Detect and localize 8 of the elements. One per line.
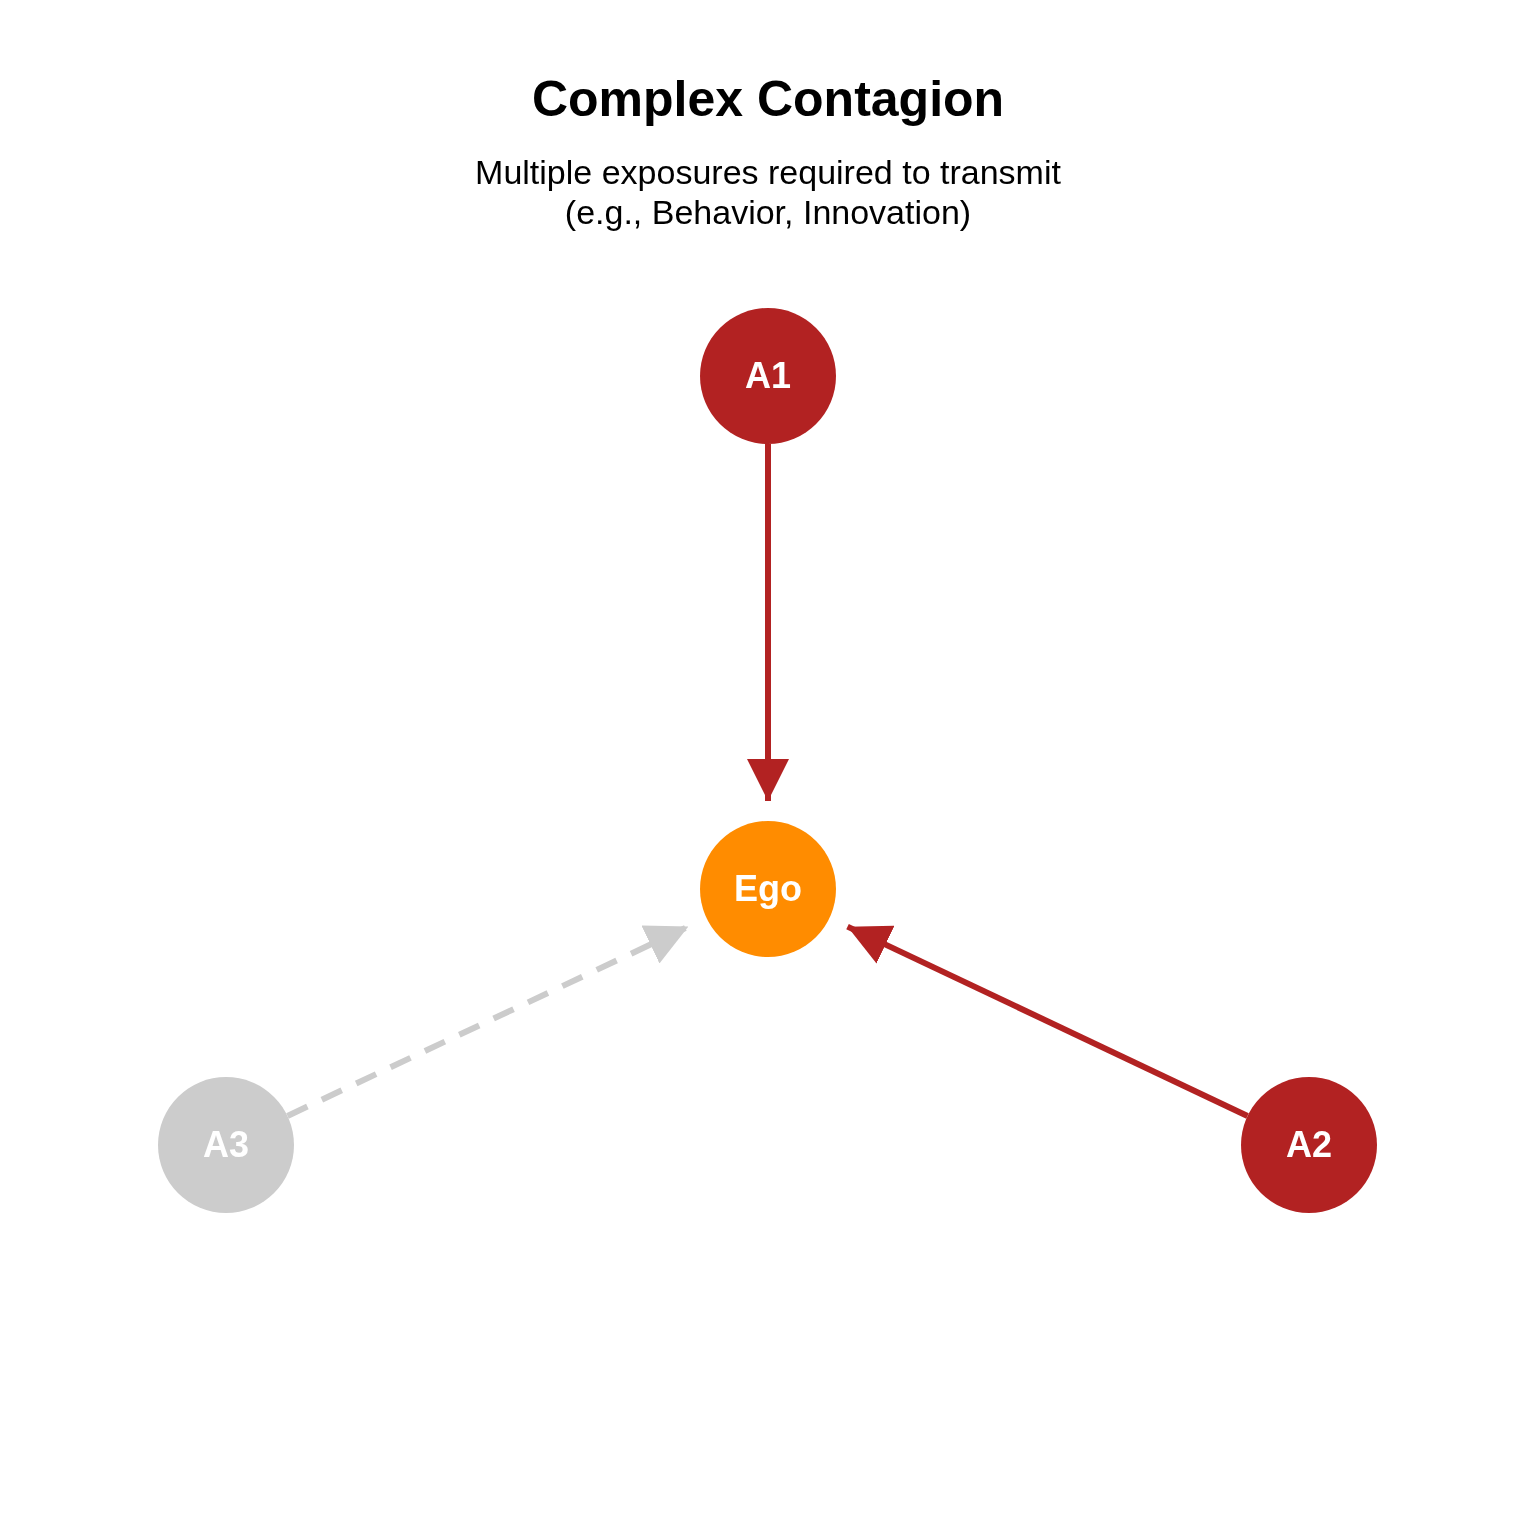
node-label: A2: [1286, 1124, 1332, 1166]
diagram-title: Complex Contagion: [530, 70, 1006, 128]
arrow: [747, 444, 789, 801]
arrow: [846, 923, 1249, 1119]
subtitle: Multiple exposures required to transmit (e.g., Behavior, Innovation): [474, 152, 1062, 232]
node-label: Ego: [734, 868, 802, 910]
arrow: [286, 923, 690, 1119]
node-label: A1: [745, 355, 791, 397]
